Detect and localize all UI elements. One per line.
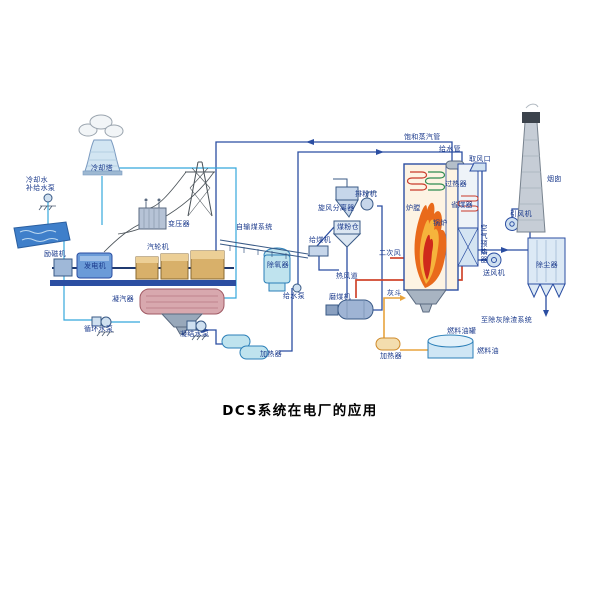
condenser-shape bbox=[139, 288, 225, 335]
coal-conveyor-shape bbox=[219, 239, 309, 259]
label-coal-handling: 自输煤系统 bbox=[236, 223, 273, 231]
label-fuel-tank: 燃料油罐 bbox=[447, 327, 477, 335]
superheater-coil bbox=[424, 171, 446, 191]
label-cooling-tower: 冷却塔 bbox=[91, 164, 113, 172]
label-stack: 烟囱 bbox=[547, 175, 562, 183]
flow-arrows bbox=[201, 139, 549, 333]
label-dust-collector: 除尘器 bbox=[536, 261, 558, 269]
boiler-furnace-shape bbox=[403, 160, 479, 313]
exhauster-fan-shape bbox=[360, 191, 377, 211]
coal-feeder-shape bbox=[308, 245, 329, 257]
label-fd-fan: 送风机 bbox=[483, 269, 505, 277]
label-feed-pump: 给水泵 bbox=[283, 292, 305, 300]
label-fuel-oil: 燃料油 bbox=[477, 347, 499, 355]
air-intake-shape bbox=[469, 162, 487, 172]
label-feedwater-pipe: 给水管 bbox=[439, 145, 461, 153]
pump-icons bbox=[43, 193, 302, 332]
label-ash-removal: 至除灰除渣系统 bbox=[481, 316, 533, 324]
label-id-fan: 引风机 bbox=[510, 210, 532, 218]
deaerator-shape bbox=[263, 247, 291, 292]
label-ash-hopper: 灰斗 bbox=[387, 289, 402, 297]
label-condenser: 凝汽器 bbox=[112, 295, 134, 303]
turbine-generator-shape bbox=[50, 250, 236, 286]
label-steam-pipe: 饱和蒸汽管 bbox=[404, 133, 441, 141]
reheater-coil bbox=[406, 171, 428, 191]
label-air-preheater: 空气预热器 bbox=[480, 224, 489, 264]
diagram-title: DCS系统在电厂的应用 bbox=[222, 403, 378, 419]
coal-mill-shape bbox=[325, 299, 374, 320]
label-generator: 发电机 bbox=[84, 262, 106, 270]
label-turbine: 汽轮机 bbox=[147, 243, 169, 251]
label-cyclone: 旋风分离器 bbox=[318, 204, 355, 212]
label-hot-air-duct: 热风道 bbox=[336, 272, 358, 280]
cyclone-shape bbox=[333, 178, 359, 218]
fd-fan-shape bbox=[486, 252, 502, 268]
stack-shape bbox=[516, 103, 546, 233]
label-boiler: 锅炉 bbox=[433, 219, 448, 227]
label-lp-heater: 加热器 bbox=[260, 350, 282, 358]
label-coal-mill: 磨煤机 bbox=[329, 293, 351, 301]
transmission-tower-shape bbox=[103, 161, 215, 253]
coal-bunker-shape bbox=[332, 220, 362, 248]
water-channel-shape bbox=[13, 221, 71, 249]
cooling-tower-shape bbox=[82, 139, 123, 176]
transformer-shape bbox=[138, 198, 167, 230]
label-coal-feeder: 给煤机 bbox=[309, 236, 331, 244]
label-secondary-air: 二次风 bbox=[379, 249, 401, 257]
label-oil-heater: 加热器 bbox=[380, 352, 402, 360]
label-exciter: 励磁机 bbox=[44, 250, 66, 258]
label-coal-bunker: 煤粉仓 bbox=[337, 223, 359, 231]
label-condensate-pump: 凝结水泵 bbox=[180, 330, 210, 338]
label-powder-exhauster: 排粉机 bbox=[355, 190, 377, 198]
label-air-intake: 取风口 bbox=[469, 155, 491, 163]
economizer-coil bbox=[457, 195, 479, 212]
lp-heater-shapes bbox=[221, 334, 269, 360]
fuel-oil-pipes bbox=[383, 297, 428, 351]
ground-hatch-icons bbox=[38, 205, 209, 341]
label-economizer: 省煤器 bbox=[451, 201, 473, 209]
label-circulating-pump: 循环水泵 bbox=[84, 325, 114, 333]
label-deaerator: 除氧器 bbox=[267, 261, 289, 269]
steam-cloud-icon bbox=[78, 114, 124, 138]
fuel-oil-system-shape bbox=[375, 334, 474, 359]
id-fan-shape bbox=[505, 217, 519, 231]
label-transformer: 变压器 bbox=[168, 220, 190, 228]
label-superheater: 过热器 bbox=[445, 180, 467, 188]
dust-collector-shape bbox=[527, 237, 566, 299]
label-makeup-pump: 冷却水 补给水泵 bbox=[26, 176, 56, 193]
label-furnace: 炉膛 bbox=[406, 204, 421, 212]
